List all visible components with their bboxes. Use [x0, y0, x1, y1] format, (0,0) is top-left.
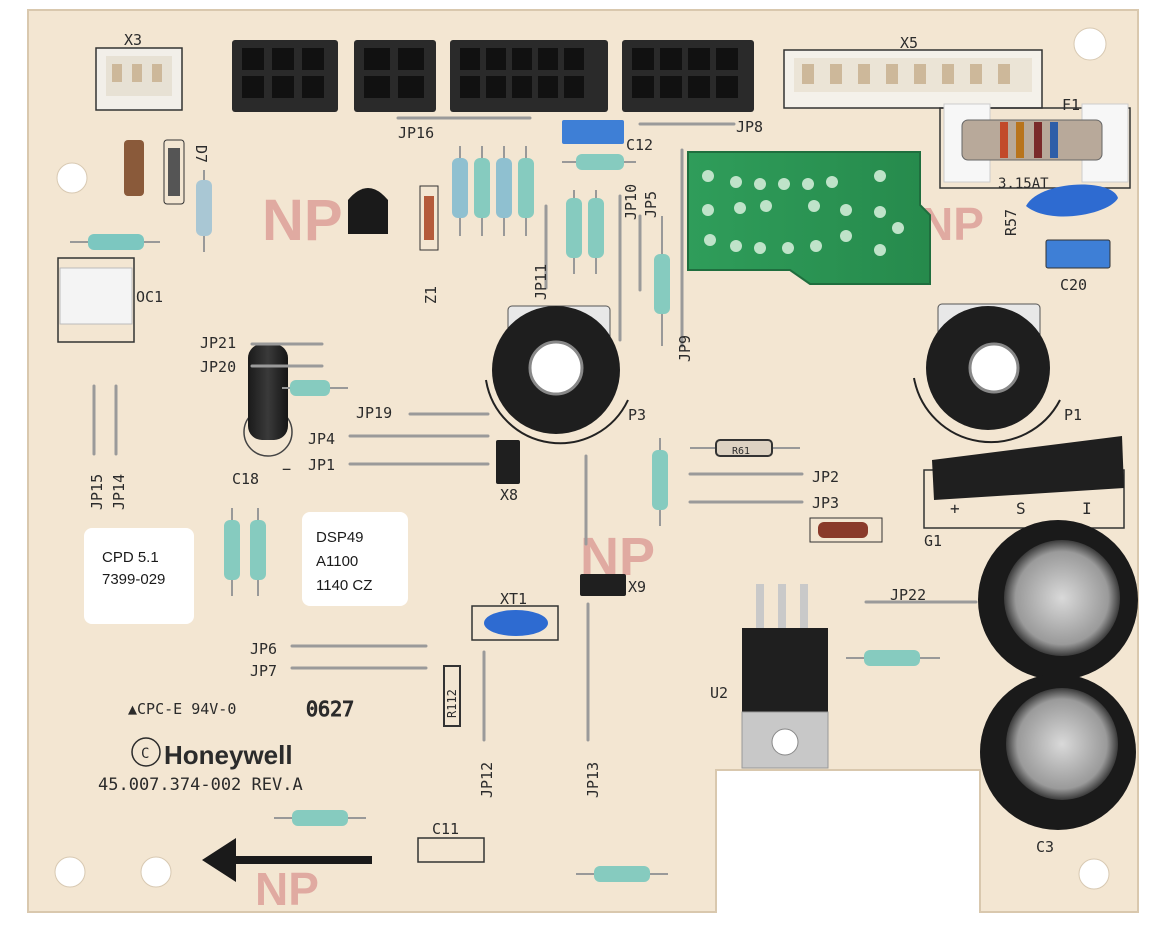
connector-block-1 [232, 40, 338, 112]
svg-text:JP10: JP10 [622, 184, 640, 220]
svg-text:JP11: JP11 [532, 264, 550, 300]
connector-x3 [95, 47, 183, 111]
capacitor-c20 [1045, 239, 1111, 269]
svg-text:XT1: XT1 [500, 590, 527, 608]
svg-text:JP9: JP9 [676, 335, 694, 362]
potentiometer-p1[interactable] [913, 303, 1061, 444]
svg-text:JP4: JP4 [308, 430, 335, 448]
green-daughter-board [687, 151, 931, 285]
svg-text:C11: C11 [432, 820, 459, 838]
svg-text:P3: P3 [628, 406, 646, 424]
svg-text:JP15: JP15 [88, 474, 106, 510]
svg-text:JP12: JP12 [478, 762, 496, 798]
svg-text:I: I [1082, 499, 1092, 518]
svg-text:+: + [950, 499, 960, 518]
jumper-wires [92, 116, 978, 742]
transistor [348, 188, 388, 234]
svg-text:X9: X9 [628, 578, 646, 596]
svg-text:JP22: JP22 [890, 586, 926, 604]
svg-text:C: C [141, 746, 149, 762]
svg-text:S: S [1016, 499, 1026, 518]
svg-text:C18: C18 [232, 470, 259, 488]
mounting-holes [54, 27, 1110, 890]
svg-text:JP3: JP3 [812, 494, 839, 512]
svg-text:JP14: JP14 [110, 474, 128, 510]
svg-text:U2: U2 [710, 684, 728, 702]
capacitor-c3 [980, 674, 1136, 830]
svg-text:R61: R61 [732, 446, 750, 457]
component-x8 [496, 440, 520, 484]
svg-text:P1: P1 [1064, 406, 1082, 424]
svg-text:DSP49: DSP49 [316, 529, 364, 546]
svg-text:C3: C3 [1036, 838, 1054, 856]
svg-text:C20: C20 [1060, 276, 1087, 294]
svg-text:F1: F1 [1062, 96, 1080, 114]
diodes [124, 139, 883, 543]
svg-text:X8: X8 [500, 486, 518, 504]
svg-text:JP2: JP2 [812, 468, 839, 486]
connector-block-2 [354, 40, 436, 112]
capacitor-r57-blue [1026, 184, 1118, 217]
svg-text:JP6: JP6 [250, 640, 277, 658]
connector-block-4 [622, 40, 754, 112]
capacitor-c12 [562, 120, 624, 144]
svg-text:JP19: JP19 [356, 404, 392, 422]
svg-text:3.15AT: 3.15AT [998, 176, 1049, 192]
svg-text:JP7: JP7 [250, 662, 277, 680]
svg-text:CPD 5.1: CPD 5.1 [102, 549, 159, 566]
svg-text:JP8: JP8 [736, 118, 763, 136]
svg-text:Z1: Z1 [422, 286, 440, 304]
connector-x5 [783, 49, 1043, 109]
regulator-u2 [741, 584, 829, 769]
svg-text:JP16: JP16 [398, 124, 434, 142]
sticker-left: CPD 5.1 7399-029 [84, 528, 194, 624]
svg-text:R57: R57 [1002, 209, 1020, 236]
svg-text:A1100: A1100 [316, 553, 358, 570]
svg-text:NP: NP [255, 863, 319, 915]
sticker-right: DSP49 A1100 1140 CZ [302, 512, 408, 606]
svg-text:1140 CZ: 1140 CZ [316, 577, 372, 594]
svg-text:JP21: JP21 [200, 334, 236, 352]
svg-text:JP13: JP13 [584, 762, 602, 798]
honeywell-logo: Honeywell [164, 740, 293, 770]
svg-text:▲CPC-E 94V-0: ▲CPC-E 94V-0 [128, 700, 236, 718]
svg-text:OC1: OC1 [136, 288, 163, 306]
svg-text:X5: X5 [900, 34, 918, 52]
svg-text:JP5: JP5 [642, 191, 660, 218]
resistors [70, 146, 940, 882]
svg-text:X3: X3 [124, 31, 142, 49]
svg-text:C12: C12 [626, 136, 653, 154]
silkscreen-labels: X3 X5 JP16 JP8 C12 F1 3.15AT C20 OC1 JP2… [88, 31, 1092, 856]
potentiometer-p3[interactable] [485, 305, 629, 445]
component-x9 [580, 574, 626, 596]
svg-text:R112: R112 [445, 689, 459, 718]
svg-text:0627: 0627 [306, 697, 354, 721]
svg-text:D7: D7 [192, 145, 210, 163]
svg-text:−: − [282, 460, 291, 478]
fuse-f1 [939, 103, 1131, 189]
arrow-left-icon [202, 838, 372, 882]
component-c11 [417, 837, 485, 863]
svg-text:G1: G1 [924, 532, 942, 550]
capacitor-c18 [243, 344, 293, 457]
board-branding: ▲CPC-E 94V-0 0627 C Honeywell 45.007.374… [98, 697, 355, 796]
part-number: 45.007.374-002 REV.A [98, 775, 303, 795]
crystal-xt1 [471, 605, 559, 641]
svg-text:JP20: JP20 [200, 358, 236, 376]
svg-text:NP: NP [262, 188, 343, 253]
capacitor-large-top [978, 520, 1138, 680]
optocoupler-oc1 [57, 257, 135, 343]
svg-text:JP1: JP1 [308, 456, 335, 474]
svg-text:7399-029: 7399-029 [102, 571, 165, 588]
connector-block-3 [450, 40, 608, 112]
